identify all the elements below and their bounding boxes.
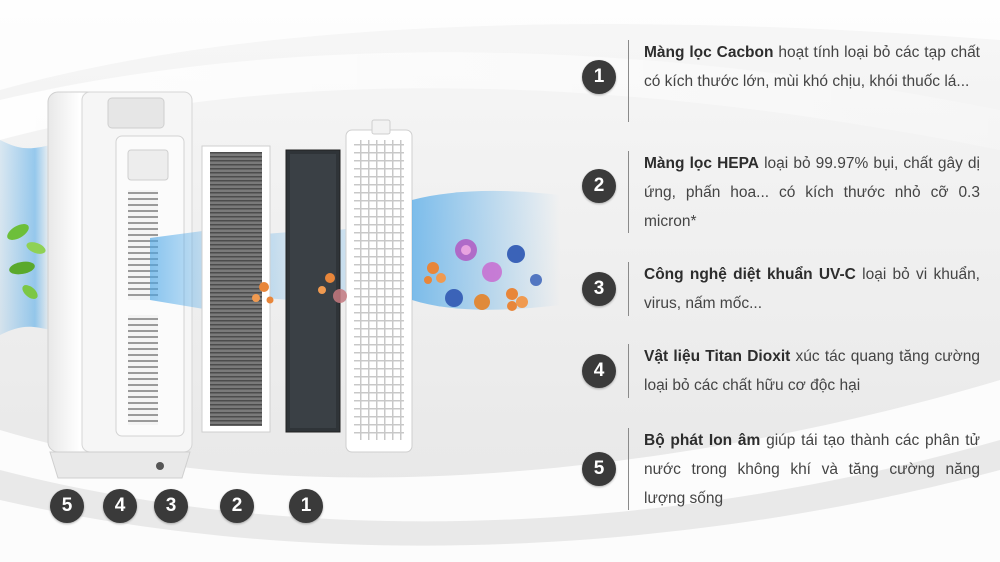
hepa-filter xyxy=(201,145,271,433)
feature-carbon: 1 Màng lọc Cacbon hoạt tính loại bỏ các … xyxy=(582,38,982,124)
divider xyxy=(628,151,629,233)
feature-text: Vật liệu Titan Dioxit xúc tác quang tăng… xyxy=(644,342,980,400)
feature-title: Công nghệ diệt khuẩn UV-C xyxy=(644,266,856,283)
carbon-filter xyxy=(285,149,341,433)
airflow-right xyxy=(412,190,560,310)
feature-number: 1 xyxy=(582,60,616,94)
feature-number: 5 xyxy=(582,452,616,486)
feature-body: xúc tác quang tăng cường loại bỏ các chấ… xyxy=(644,348,980,394)
feature-number: 4 xyxy=(582,354,616,388)
divider xyxy=(628,262,629,316)
feature-uvc: 3 Công nghệ diệt khuẩn UV-C loại bỏ vi k… xyxy=(582,260,982,318)
feature-body: hoạt tính loại bỏ các tạp chất có kích t… xyxy=(644,44,980,90)
feature-number: 3 xyxy=(582,272,616,306)
feature-title: Vật liệu Titan Dioxit xyxy=(644,348,791,365)
divider xyxy=(628,428,629,510)
badge-titan: 4 xyxy=(103,489,137,523)
mesh-cover xyxy=(345,119,413,453)
badge-uvc: 3 xyxy=(154,489,188,523)
feature-text: Màng lọc Cacbon hoạt tính loại bỏ các tạ… xyxy=(644,38,980,96)
feature-title: Màng lọc HEPA xyxy=(644,155,759,172)
feature-title: Màng lọc Cacbon xyxy=(644,44,774,61)
leaves-icon xyxy=(7,224,46,299)
particles-inner xyxy=(252,273,347,304)
badge-ion: 5 xyxy=(50,489,84,523)
feature-text: Bộ phát Ion âm giúp tái tạo thành các ph… xyxy=(644,426,980,513)
divider xyxy=(628,40,629,122)
particles-outer xyxy=(424,239,542,311)
feature-title: Bộ phát Ion âm xyxy=(644,432,761,449)
feature-body: loại bỏ vi khuẩn, virus, nấm mốc... xyxy=(644,266,980,312)
airflow-left xyxy=(0,140,50,335)
divider xyxy=(628,344,629,398)
feature-hepa: 2 Màng lọc HEPA loại bỏ 99.97% bụi, chất… xyxy=(582,149,982,235)
feature-number: 2 xyxy=(582,169,616,203)
feature-titan: 4 Vật liệu Titan Dioxit xúc tác quang tă… xyxy=(582,342,982,400)
badge-hepa: 2 xyxy=(220,489,254,523)
feature-ion: 5 Bộ phát Ion âm giúp tái tạo thành các … xyxy=(582,426,982,512)
filter-illustration xyxy=(0,91,560,479)
feature-text: Công nghệ diệt khuẩn UV-C loại bỏ vi khu… xyxy=(644,260,980,318)
badge-carbon: 1 xyxy=(289,489,323,523)
feature-body: giúp tái tạo thành các phân tử nước tron… xyxy=(644,432,980,507)
feature-text: Màng lọc HEPA loại bỏ 99.97% bụi, chất g… xyxy=(644,149,980,236)
feature-body: loại bỏ 99.97% bụi, chất gây dị ứng, phấ… xyxy=(644,155,980,230)
